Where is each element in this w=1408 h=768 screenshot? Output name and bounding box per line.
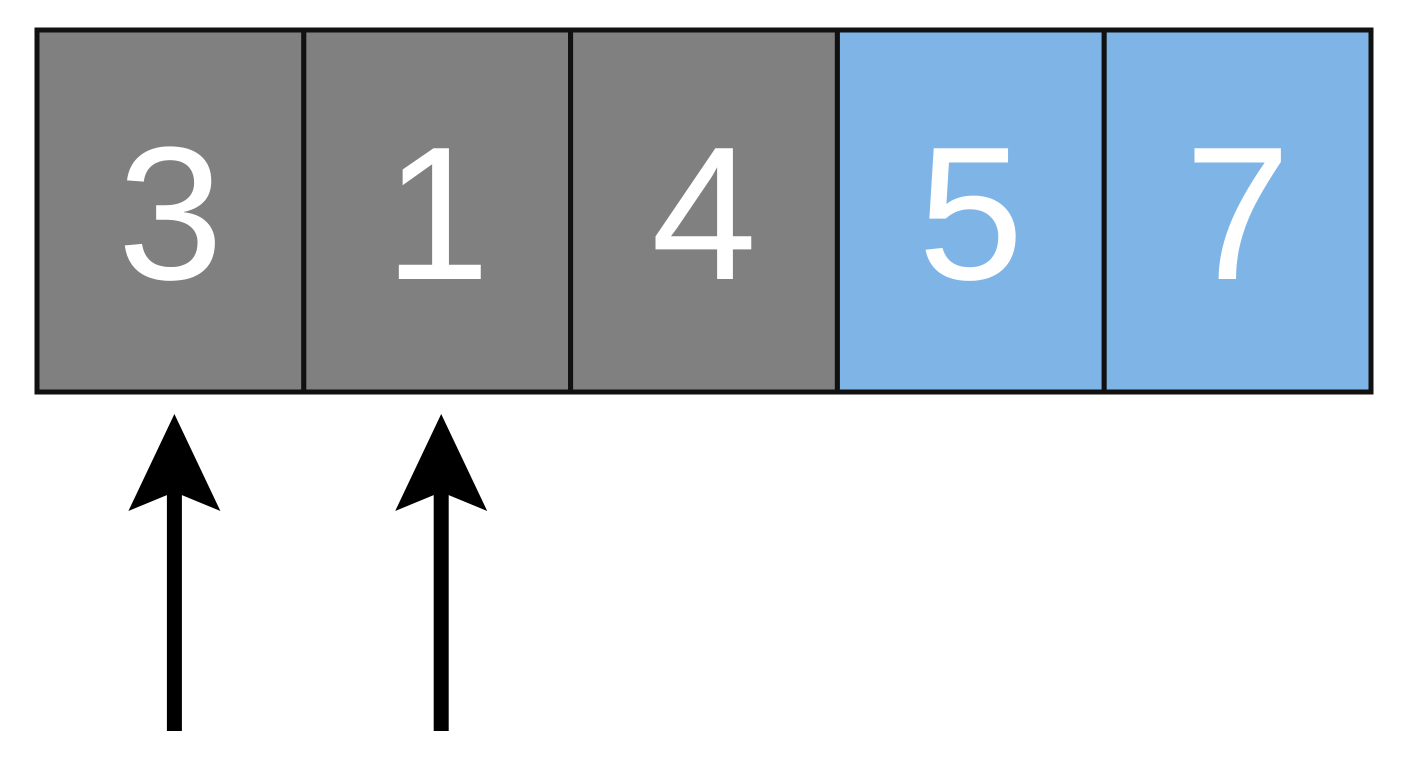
array-cell: 3 (34, 27, 307, 395)
array-outline (34, 27, 1374, 395)
pointers (128, 414, 488, 731)
array-cell: 5 (834, 27, 1107, 395)
pointer-arrow-icon (128, 414, 221, 731)
array-cell: 7 (1101, 27, 1374, 395)
array-cell-box (34, 27, 307, 395)
array-cell-value: 7 (1185, 108, 1291, 320)
pointer-arrow-icon (395, 414, 488, 731)
array-cell-value: 5 (918, 108, 1024, 320)
array-cell-value: 3 (118, 108, 224, 320)
array-cell: 1 (301, 27, 574, 395)
array-cell-value: 1 (384, 108, 490, 320)
array-cell: 4 (568, 27, 840, 395)
array-cell-value: 4 (651, 108, 757, 320)
array-cell-box (301, 27, 574, 395)
pointer-arrowhead (395, 414, 488, 511)
pointer-arrowhead (128, 414, 221, 511)
